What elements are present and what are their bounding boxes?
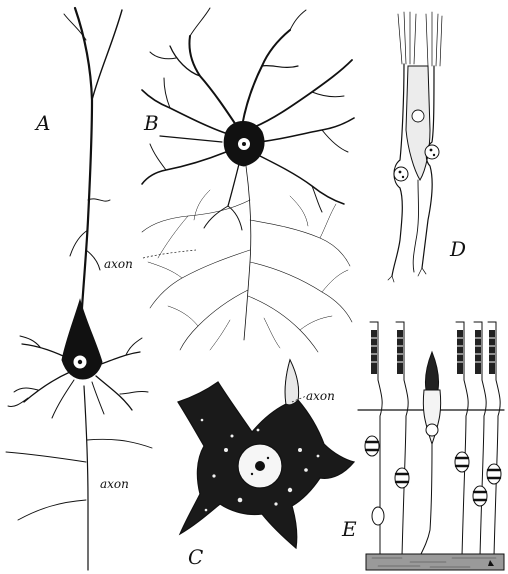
panel-label-b: B	[143, 111, 159, 135]
panel-c-motor-neuron	[177, 358, 356, 550]
panel-label-d: D	[449, 237, 466, 261]
panel-a-pyramidal-neuron	[5, 6, 153, 571]
axon-pointer-b	[142, 249, 197, 259]
panel-label-a: A	[34, 111, 50, 135]
axon-label-c: axon	[306, 389, 335, 403]
panel-d-sensory-cells	[387, 11, 443, 283]
axon-pointer-c	[291, 395, 307, 403]
panel-e-retinal-cells	[357, 321, 505, 571]
axon-label-a: axon	[100, 477, 129, 491]
panel-label-c: C	[188, 545, 203, 569]
panel-label-e: E	[341, 517, 357, 541]
panel-b-multipolar-neuron	[141, 7, 355, 353]
axon-label-b: axon	[104, 257, 133, 271]
